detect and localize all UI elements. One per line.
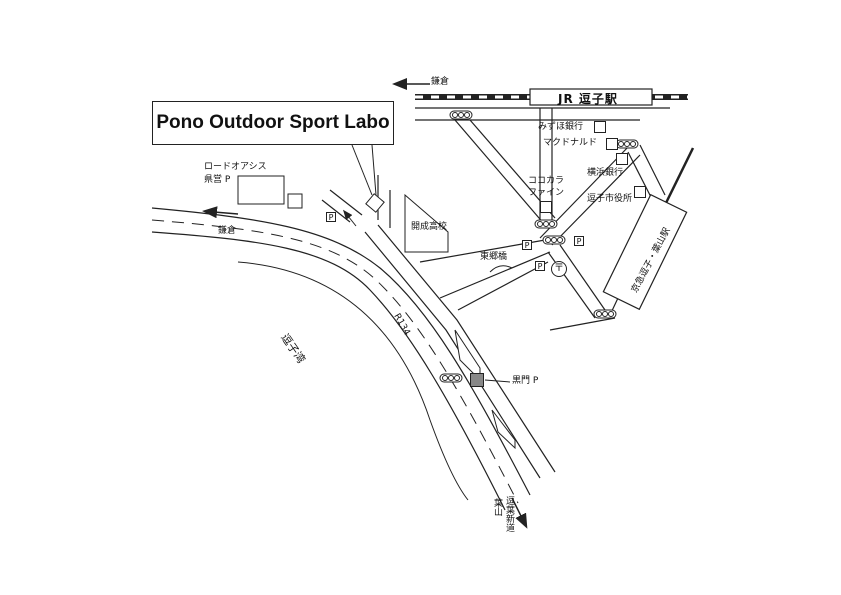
label-tunnel-1: 逗葉新道 bbox=[504, 496, 514, 532]
label-yokohama-bank: 横浜銀行 bbox=[587, 168, 624, 178]
label-cocokara: ココカラ bbox=[528, 176, 565, 186]
label-togo-bridge: 東郷橋 bbox=[480, 252, 508, 262]
side-road-1 bbox=[329, 189, 363, 216]
road-se-3 bbox=[549, 317, 616, 331]
parking-sign-1: P bbox=[326, 212, 336, 222]
diag-d1 bbox=[639, 144, 666, 196]
title-pointer-2 bbox=[371, 144, 377, 196]
togo-road-3 bbox=[457, 261, 549, 311]
city-hall-marker bbox=[634, 186, 646, 198]
post-office-icon: 〒 bbox=[551, 261, 567, 277]
diag-b2 bbox=[551, 154, 641, 246]
arrow-pono bbox=[343, 209, 357, 227]
label-kuromon-p: 黒門 P bbox=[512, 376, 539, 386]
shop-title-text: Pono Outdoor Sport Labo bbox=[156, 112, 390, 133]
coastline bbox=[237, 261, 469, 501]
arrow-hayama bbox=[511, 497, 528, 529]
traffic-signal-6 bbox=[439, 373, 463, 383]
parking-sign-2: P bbox=[522, 240, 532, 250]
kenei-parking-block bbox=[237, 175, 285, 205]
label-road-oasis: ロードオアシス bbox=[204, 162, 267, 172]
keikyu-line bbox=[663, 147, 695, 206]
label-city-hall: 逗子市役所 bbox=[587, 194, 633, 204]
kuromon-pointer bbox=[484, 379, 511, 383]
diag-c1 bbox=[559, 244, 606, 311]
yokohama-bank-marker bbox=[616, 153, 628, 165]
label-kaisei: 開成高校 bbox=[411, 222, 448, 232]
kuromon-parking-marker bbox=[470, 373, 484, 387]
label-kamakura-top: 鎌倉 bbox=[431, 77, 450, 87]
traffic-signal-2 bbox=[615, 139, 639, 149]
traffic-signal-1 bbox=[449, 110, 473, 120]
label-tunnel-2: 葉山 bbox=[492, 498, 502, 516]
r134-road-inner bbox=[151, 231, 506, 511]
small-block bbox=[287, 193, 303, 209]
togo-road-2 bbox=[439, 251, 551, 299]
traffic-signal-4 bbox=[542, 235, 566, 245]
arrow-kamakura-left bbox=[202, 206, 239, 219]
diag-a1 bbox=[454, 119, 546, 226]
label-mizuho: みずほ銀行 bbox=[538, 122, 584, 132]
station-label: JR 逗子駅 bbox=[558, 92, 618, 106]
traffic-signal-5 bbox=[593, 309, 617, 319]
mizuho-marker bbox=[594, 121, 606, 133]
traffic-signal-3 bbox=[534, 219, 558, 229]
label-kamakura-left: 鎌倉 bbox=[218, 226, 237, 236]
label-kenei-p: 県営 P bbox=[204, 175, 231, 185]
block-2 bbox=[491, 409, 516, 450]
parking-sign-4: P bbox=[535, 261, 545, 271]
title-pointer-1 bbox=[351, 144, 373, 196]
station-box bbox=[529, 88, 653, 106]
parking-sign-3: P bbox=[574, 236, 584, 246]
mcdonalds-marker bbox=[606, 138, 618, 150]
r134-road-outer bbox=[151, 207, 531, 496]
togo-bridge-mark bbox=[489, 265, 513, 273]
cocokara-marker bbox=[540, 201, 552, 213]
road-east-outer bbox=[377, 224, 556, 473]
label-mcdonalds: マクドナルド bbox=[543, 138, 598, 148]
label-fine: ファイン bbox=[528, 188, 565, 198]
keikyu-station-box bbox=[602, 193, 688, 311]
kaisei-block bbox=[404, 193, 449, 253]
shop-title: Pono Outdoor Sport Labo bbox=[152, 101, 394, 145]
road-east-inner bbox=[364, 231, 541, 479]
